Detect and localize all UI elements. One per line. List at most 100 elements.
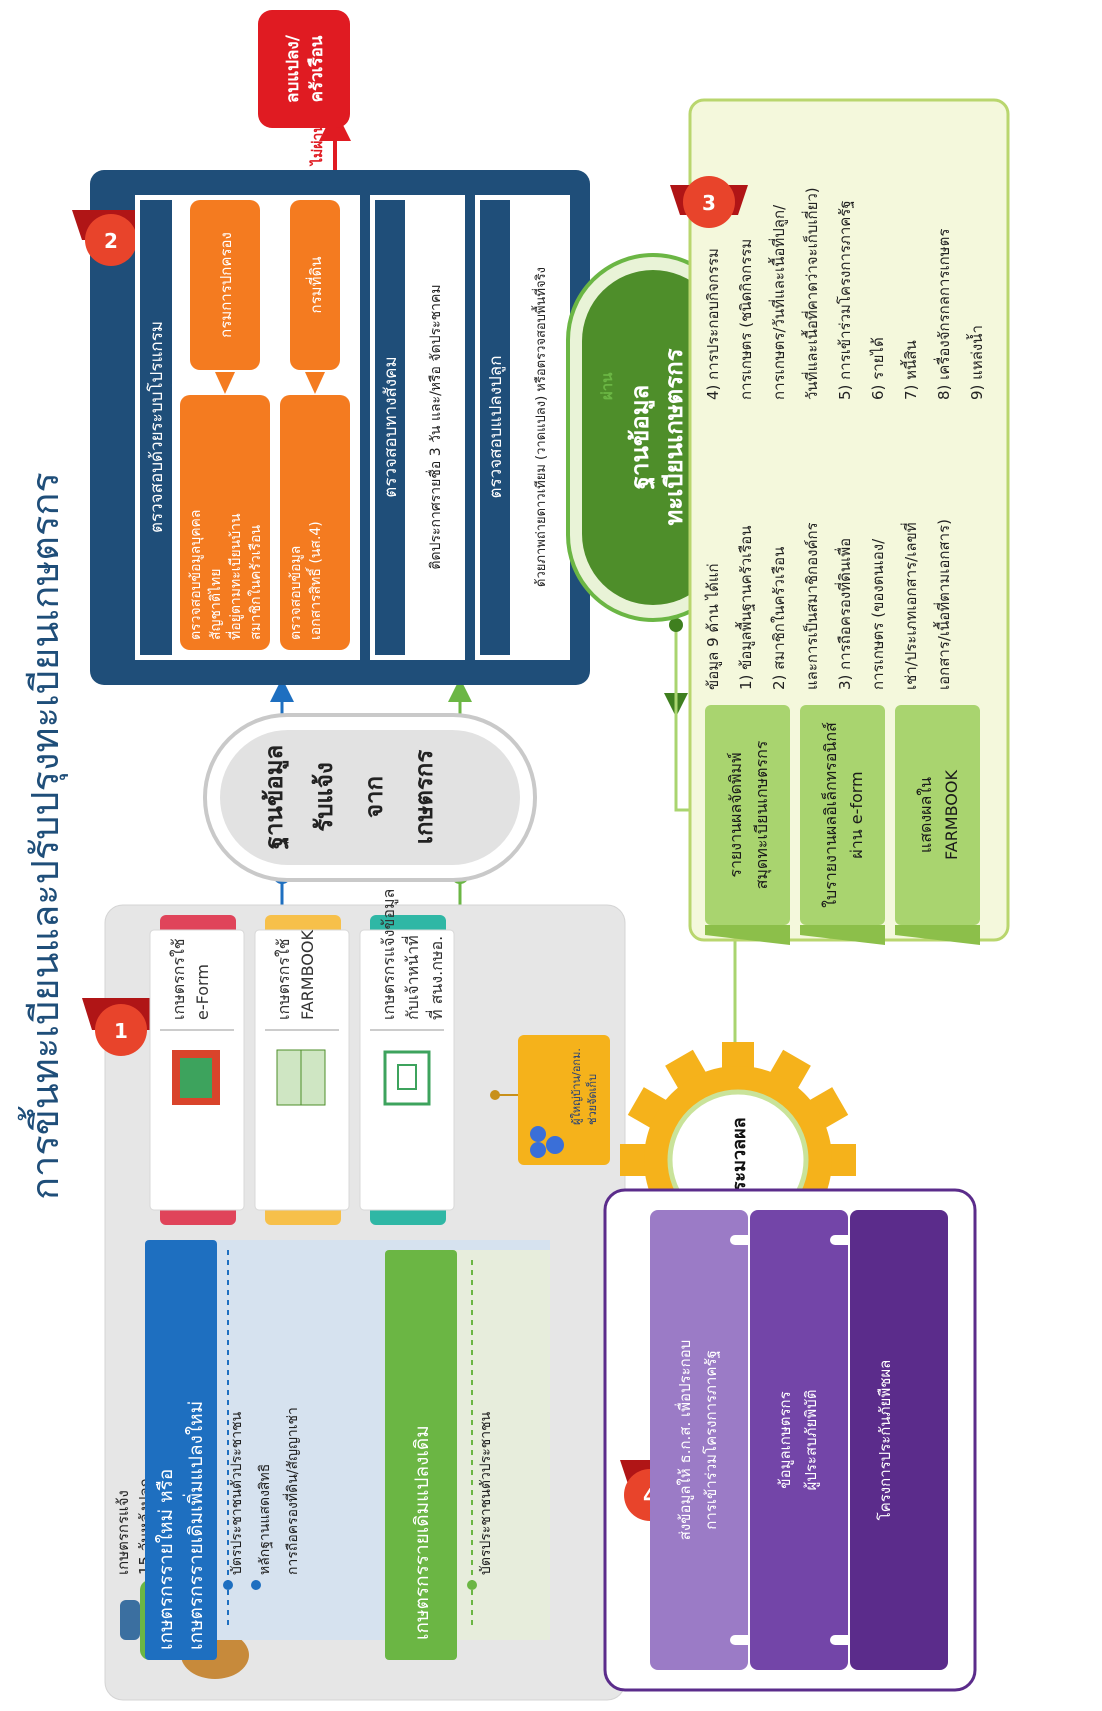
group-old-header: [385, 1250, 457, 1660]
info-line: 5) การเข้าร่วมโครงการภาครัฐ: [836, 200, 854, 400]
group-new-item: การถือครองที่ดิน/สัญญาเช่า: [283, 1407, 301, 1575]
section-4-card-text: ผู้ประสบภัยพิบัติ: [802, 1390, 820, 1491]
report-text: สมุดทะเบียนเกษตรกร: [752, 740, 772, 889]
channel-label: เกษตรกรใช้: [169, 938, 188, 1020]
channel-label: กับเจ้าหน้าที่: [401, 935, 422, 1020]
farmbook-icon: [276, 1049, 326, 1106]
plot-text: ด้วยภาพถ่ายดาวเทียม (วาดแปลง) หรือตรวจสอ…: [531, 267, 549, 587]
info-line: 1) ข้อมูลพื้นฐานครัวเรือน: [735, 525, 755, 690]
section-3: 3 รายงานผลจัดพิมพ์สมุดทะเบียนเกษตรกรใบรา…: [670, 98, 1010, 945]
section-2: 2 ตรวจสอบด้วยระบบโปรแกรม ตรวจสอบข้อมูลบุ…: [72, 170, 590, 685]
info-line: 6) รายได้: [869, 337, 887, 400]
channel-card: เกษตรกรใช้ FARMBOOK: [254, 915, 350, 1225]
info-line: และการเป็นสมาชิกองค์กร: [802, 522, 821, 690]
orange-box-text: ตรวจสอบข้อมูลบุคคล: [188, 510, 204, 641]
base-db-text: จาก: [360, 776, 388, 818]
orange-box-text: เอกสารสิทธิ์ (นส.4): [305, 521, 324, 640]
orange-box-text: สมาชิกในครัวเรือน: [247, 525, 264, 640]
info-line: ข้อมูล 9 ด้าน ได้แก่: [704, 563, 722, 690]
pass-label: ผ่าน: [598, 372, 616, 400]
info-line: เอกสาร/เนื้อที่ตามเอกสาร): [933, 519, 953, 690]
base-db-text: ฐานข้อมูล: [260, 745, 290, 849]
section-3-badge: 3: [670, 176, 748, 228]
registry-db-text: ฐานข้อมูล: [626, 385, 656, 489]
channel-card: เกษตรกรใช้ e-Form: [149, 915, 245, 1225]
info-line: การเกษตร (ของตนเอง/: [869, 538, 887, 690]
report-box: แสดงผลใน FARMBOOK: [895, 705, 980, 945]
info-line: 2) สมาชิกในครัวเรือน: [770, 547, 788, 690]
agency-box: กรมที่ดิน: [290, 200, 340, 394]
section-4-card-text: โครงการประกันภัยพืชผล: [876, 1360, 894, 1521]
section-4-card-text: การเข้าร่วมโครงการภาครัฐ: [702, 1350, 720, 1529]
orange-check-box: ตรวจสอบข้อมูลบุคคลสัญชาติไทยที่อยู่ตามทะ…: [180, 395, 270, 650]
program-title: ตรวจสอบด้วยระบบโปรแกรม: [146, 321, 167, 533]
bullet: [223, 1580, 233, 1590]
registry-db-text: ทะเบียนเกษตรกร: [660, 348, 688, 525]
section-4-card-text: ข้อมูลเกษตรกร: [776, 1391, 794, 1488]
channel-label: e-Form: [193, 964, 212, 1020]
village-label: ผู้ใหญ่บ้าน/อกม.: [570, 1048, 583, 1125]
eform-icon: [172, 1050, 220, 1105]
group-old-header-text: เกษตรกรรายเดิมแปลงเดิม: [411, 1425, 433, 1640]
group-new-header: [145, 1240, 217, 1660]
fail-box: ลบแปลง/ครัวเรือน: [258, 10, 350, 128]
section-2-badge: 2: [72, 210, 150, 266]
orange-box-text: ตรวจสอบข้อมูล: [288, 546, 304, 640]
fail-box-text: ลบแปลง/: [283, 34, 303, 103]
group-new-header-text: เกษตรกรรายใหม่ หรือ: [155, 1469, 177, 1650]
social-title: ตรวจสอบทางสังคม: [381, 356, 401, 497]
info-line: 7) หนี้สิน: [900, 340, 920, 400]
report-box: รายงานผลจัดพิมพ์สมุดทะเบียนเกษตรกร: [705, 705, 790, 945]
fail-box-text: ครัวเรือน: [306, 35, 327, 102]
report-text: ผ่าน e-form: [847, 771, 866, 858]
report-text: แสดงผลใน: [916, 777, 935, 853]
section-4-card: โครงการประกันภัยพืชผล: [850, 1210, 948, 1670]
section-4: 4 ส่งข้อมูลให้ ธ.ก.ส. เพื่อประกอบการเข้า…: [603, 1188, 977, 1692]
info-line: 9) แหล่งน้ำ: [966, 325, 986, 400]
report-box: ใบรายงานผลอิเล็กทรอนิกส์ ผ่าน e-form: [800, 705, 885, 945]
info-line: 4) การประกอบกิจกรรม: [704, 248, 722, 400]
group-new-item: หลักฐานแสดงสิทธิ: [257, 1464, 273, 1575]
agency-label: กรมการปกครอง: [217, 232, 235, 338]
info-line: การเกษตร (ชนิดกิจกรรม: [737, 239, 755, 400]
info-line: 3) การถือครองที่ดินเพื่อ: [834, 538, 854, 690]
orange-box-text: ที่อยู่ตามทะเบียนบ้าน: [226, 513, 244, 640]
channel-label: เกษตรกรแจ้งข้อมูล: [379, 889, 399, 1020]
fail-label: ไม่ผ่าน: [308, 123, 326, 167]
section-4-card-text: ส่งข้อมูลให้ ธ.ก.ส. เพื่อประกอบ: [674, 1340, 694, 1541]
svg-text:3: 3: [702, 191, 716, 215]
orange-check-box: ตรวจสอบข้อมูลเอกสารสิทธิ์ (นส.4): [280, 395, 350, 650]
bullet: [251, 1580, 261, 1590]
office-icon: [383, 1050, 431, 1106]
report-text: FARMBOOK: [942, 770, 961, 860]
group-new-header-text: เกษตรกรรายเดิมเพิ่มแปลงใหม่: [182, 1401, 207, 1650]
agency-label: กรมที่ดิน: [305, 257, 325, 314]
agency-box: กรมการปกครอง: [190, 200, 260, 394]
info-line: การเกษตร/วันที่และเนื้อที่ปลูก/: [768, 204, 788, 400]
bullet: [467, 1580, 477, 1590]
people-icon: [530, 1126, 564, 1158]
section-1: 1 เกษตรกรแจ้ง15 วันหลังปลูกพืช/พันธุ์วัน…: [82, 889, 626, 1701]
svg-text:1: 1: [114, 1019, 128, 1043]
base-database: ฐานข้อมูล รับแจ้ง จาก เกษตรกร: [203, 713, 537, 882]
channel-label: FARMBOOK: [298, 930, 317, 1020]
section-1-badge: 1: [82, 998, 160, 1056]
village-helper-box: ผู้ใหญ่บ้าน/อกม.ช่วยจัดเก็บ: [490, 1035, 610, 1165]
plot-title: ตรวจสอบแปลงปลูก: [486, 355, 506, 498]
group-new-item: บัตรประชาชนตัวประชาชน: [229, 1411, 245, 1575]
info-line: เช่า/ประเภทเอกสาร/เลขที่: [900, 522, 920, 690]
group-old-item: บัตรประชาชนตัวประชาชน: [478, 1411, 494, 1575]
village-label: ช่วยจัดเก็บ: [585, 1074, 599, 1125]
channel-label: เกษตรกรใช้: [274, 938, 293, 1020]
base-db-text: เกษตรกร: [410, 750, 438, 845]
channel-label: ที่ สนง.กษอ.: [425, 936, 446, 1020]
report-text: ใบรายงานผลอิเล็กทรอนิกส์: [820, 722, 840, 908]
base-db-text: รับแจ้ง: [310, 762, 338, 831]
social-text: ติดประกาศรายชื่อ 3 วัน และ/หรือ จัดประชา…: [426, 284, 444, 569]
channel-card: เกษตรกรแจ้งข้อมูลกับเจ้าหน้าที่ที่ สนง.ก…: [359, 889, 455, 1225]
farmer-info-item: เกษตรกรแจ้ง: [114, 1490, 132, 1575]
page-title: การขึ้นทะเบียนและปรับปรุงทะเบียนเกษตรกร: [17, 472, 68, 1200]
process-label: ประมวลผล: [729, 1117, 750, 1202]
svg-text:2: 2: [104, 229, 118, 253]
